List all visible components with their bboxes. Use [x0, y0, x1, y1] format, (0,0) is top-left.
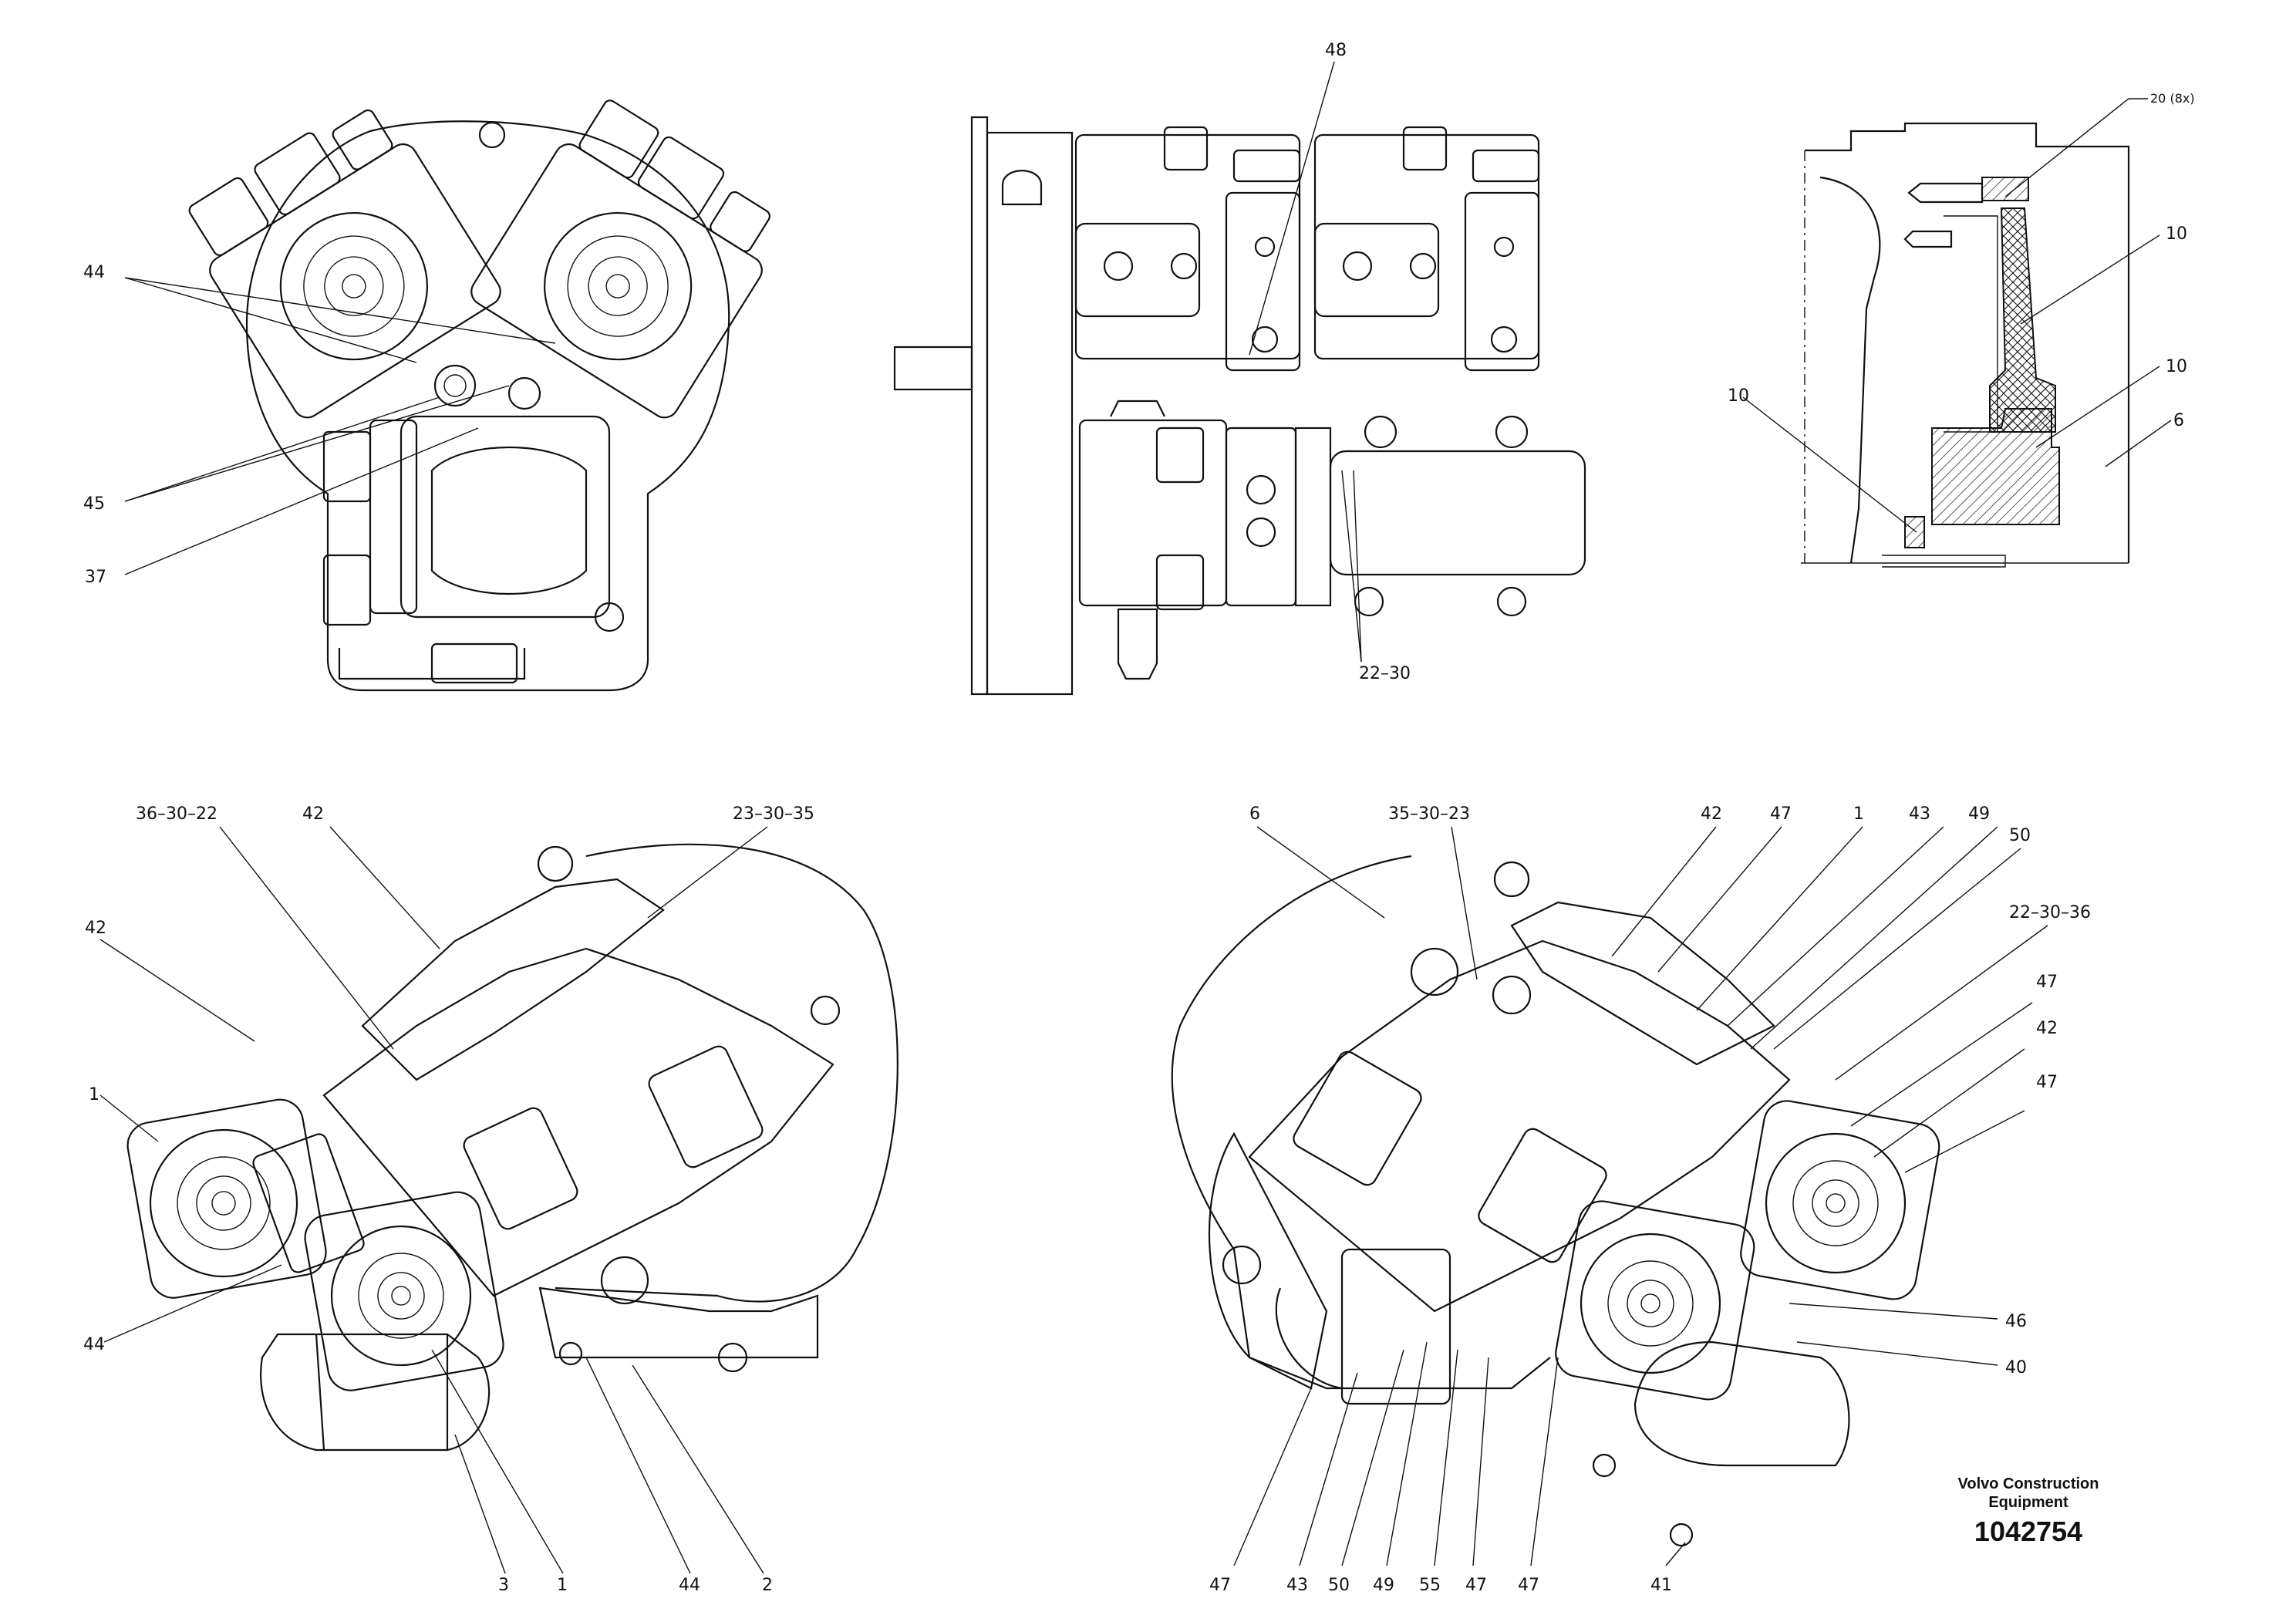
callout-label: 44	[679, 1576, 700, 1595]
callout-labels: 44 45 37 48 22–30 20 (8x) 10 10 10 6 36–…	[83, 41, 2195, 1595]
callout-label: 35–30–23	[1388, 804, 1470, 824]
callout-label: 47	[2036, 1073, 2058, 1092]
callout-label: 40	[2005, 1358, 2027, 1378]
callout-label: 1	[557, 1576, 568, 1595]
callout-label: 22–30–36	[2009, 903, 2091, 922]
callout-label: 1	[89, 1085, 99, 1104]
callout-label: 3	[498, 1576, 509, 1595]
callout-label: 44	[83, 1335, 105, 1354]
coupling-section	[1801, 122, 2130, 568]
callout-label: 22–30	[1359, 664, 1411, 683]
document-number: 1042754	[1974, 1516, 2083, 1547]
brand-line-1: Volvo Construction	[1957, 1475, 2099, 1492]
isometric-left	[126, 843, 899, 1452]
callout-label: 10	[1728, 386, 1749, 406]
callout-label: 10	[2166, 224, 2187, 244]
callout-label: 44	[83, 263, 105, 282]
callout-label: 47	[2036, 973, 2058, 992]
callout-label: 1	[1853, 804, 1864, 824]
callout-label: 46	[2005, 1312, 2027, 1331]
callout-label: 37	[85, 568, 106, 587]
callout-label: 6	[2173, 411, 2184, 430]
callout-label: 47	[1518, 1576, 1539, 1595]
callout-label: 43	[1286, 1576, 1308, 1595]
callout-label: 55	[1419, 1576, 1441, 1595]
isometric-right	[1171, 855, 1940, 1547]
callout-label: 10	[2166, 357, 2187, 376]
callout-label: 6	[1249, 804, 1260, 824]
callout-label: 42	[302, 804, 324, 824]
callout-label: 20 (8x)	[2150, 91, 2195, 106]
brand-line-2: Equipment	[1988, 1494, 2068, 1511]
callout-label: 49	[1373, 1576, 1394, 1595]
callout-label: 50	[1328, 1576, 1350, 1595]
callout-label: 23–30–35	[733, 804, 814, 824]
callout-label: 47	[1209, 1576, 1231, 1595]
callout-label: 2	[762, 1576, 773, 1595]
callout-label: 41	[1650, 1576, 1672, 1595]
callout-label: 42	[1701, 804, 1722, 824]
leader-lines	[99, 61, 2172, 1574]
callout-label: 47	[1770, 804, 1792, 824]
callout-label: 42	[2036, 1019, 2058, 1038]
callout-label: 48	[1325, 41, 1347, 60]
callout-label: 36–30–22	[136, 804, 217, 824]
front-view	[188, 99, 771, 692]
callout-label: 43	[1909, 804, 1930, 824]
callout-label: 45	[83, 494, 105, 514]
callout-label: 50	[2009, 826, 2031, 845]
callout-label: 42	[85, 919, 106, 938]
brand-name: Volvo Construction Equipment	[1944, 1475, 2113, 1512]
callout-label: 49	[1968, 804, 1990, 824]
side-view	[893, 116, 1586, 696]
callout-label: 47	[1465, 1576, 1487, 1595]
